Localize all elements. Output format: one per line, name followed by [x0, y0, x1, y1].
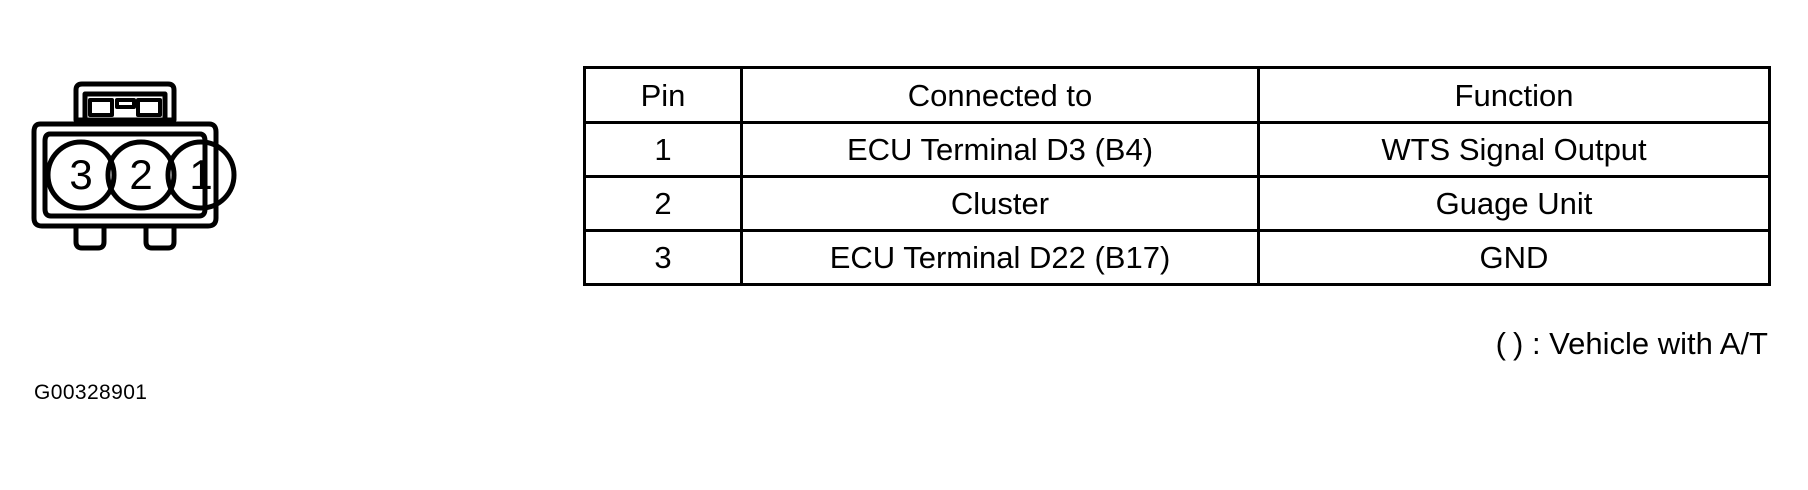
connector-pin-label-1: 1 [189, 151, 212, 198]
footnote-paren-close: ) [1512, 326, 1524, 361]
table-row: 3 ECU Terminal D22 (B17) GND [583, 229, 1771, 286]
connector-cavity-1 [165, 139, 237, 211]
cell-connected-to: ECU Terminal D22 (B17) [740, 229, 1260, 286]
column-header-connected-to: Connected to [740, 66, 1260, 124]
cell-function: WTS Signal Output [1257, 121, 1771, 178]
connector-tab-left [73, 223, 107, 251]
cell-function: GND [1257, 229, 1771, 286]
cell-connected-to: Cluster [740, 175, 1260, 232]
table-footnote: () : Vehicle with A/T [1496, 326, 1768, 362]
column-header-function: Function [1257, 66, 1771, 124]
footnote-paren-open: ( [1495, 326, 1513, 361]
connector-drawing: 3 2 1 [31, 81, 237, 251]
connector-shell-outer [31, 121, 219, 229]
connector-tab-right [143, 223, 177, 251]
connector-cavity-2 [105, 139, 177, 211]
footnote-text: : Vehicle with A/T [1531, 326, 1768, 361]
figure-caption: G00328901 [34, 381, 148, 404]
connector-pin-label-3: 3 [69, 151, 92, 198]
connector-latch-outer [73, 81, 177, 123]
connector-diagram: 3 2 1 [28, 72, 258, 262]
table-row: 2 Cluster Guage Unit [583, 175, 1771, 232]
cell-pin: 2 [583, 175, 743, 232]
cell-pin: 1 [583, 121, 743, 178]
cell-connected-to: ECU Terminal D3 (B4) [740, 121, 1260, 178]
connector-latch-slot-center [115, 98, 136, 109]
connector-latch-slot-right [136, 98, 162, 117]
connector-shell-inner [42, 131, 208, 219]
connector-latch-slot-left [88, 98, 114, 117]
connector-pin-label-2: 2 [129, 151, 152, 198]
table-row: 1 ECU Terminal D3 (B4) WTS Signal Output [583, 121, 1771, 178]
connector-cavity-3 [45, 139, 117, 211]
cell-pin: 3 [583, 229, 743, 286]
cell-function: Guage Unit [1257, 175, 1771, 232]
column-header-pin: Pin [583, 66, 743, 124]
table-header-row: Pin Connected to Function [583, 66, 1771, 124]
connector-pinout-table: Pin Connected to Function 1 ECU Terminal… [583, 66, 1771, 286]
